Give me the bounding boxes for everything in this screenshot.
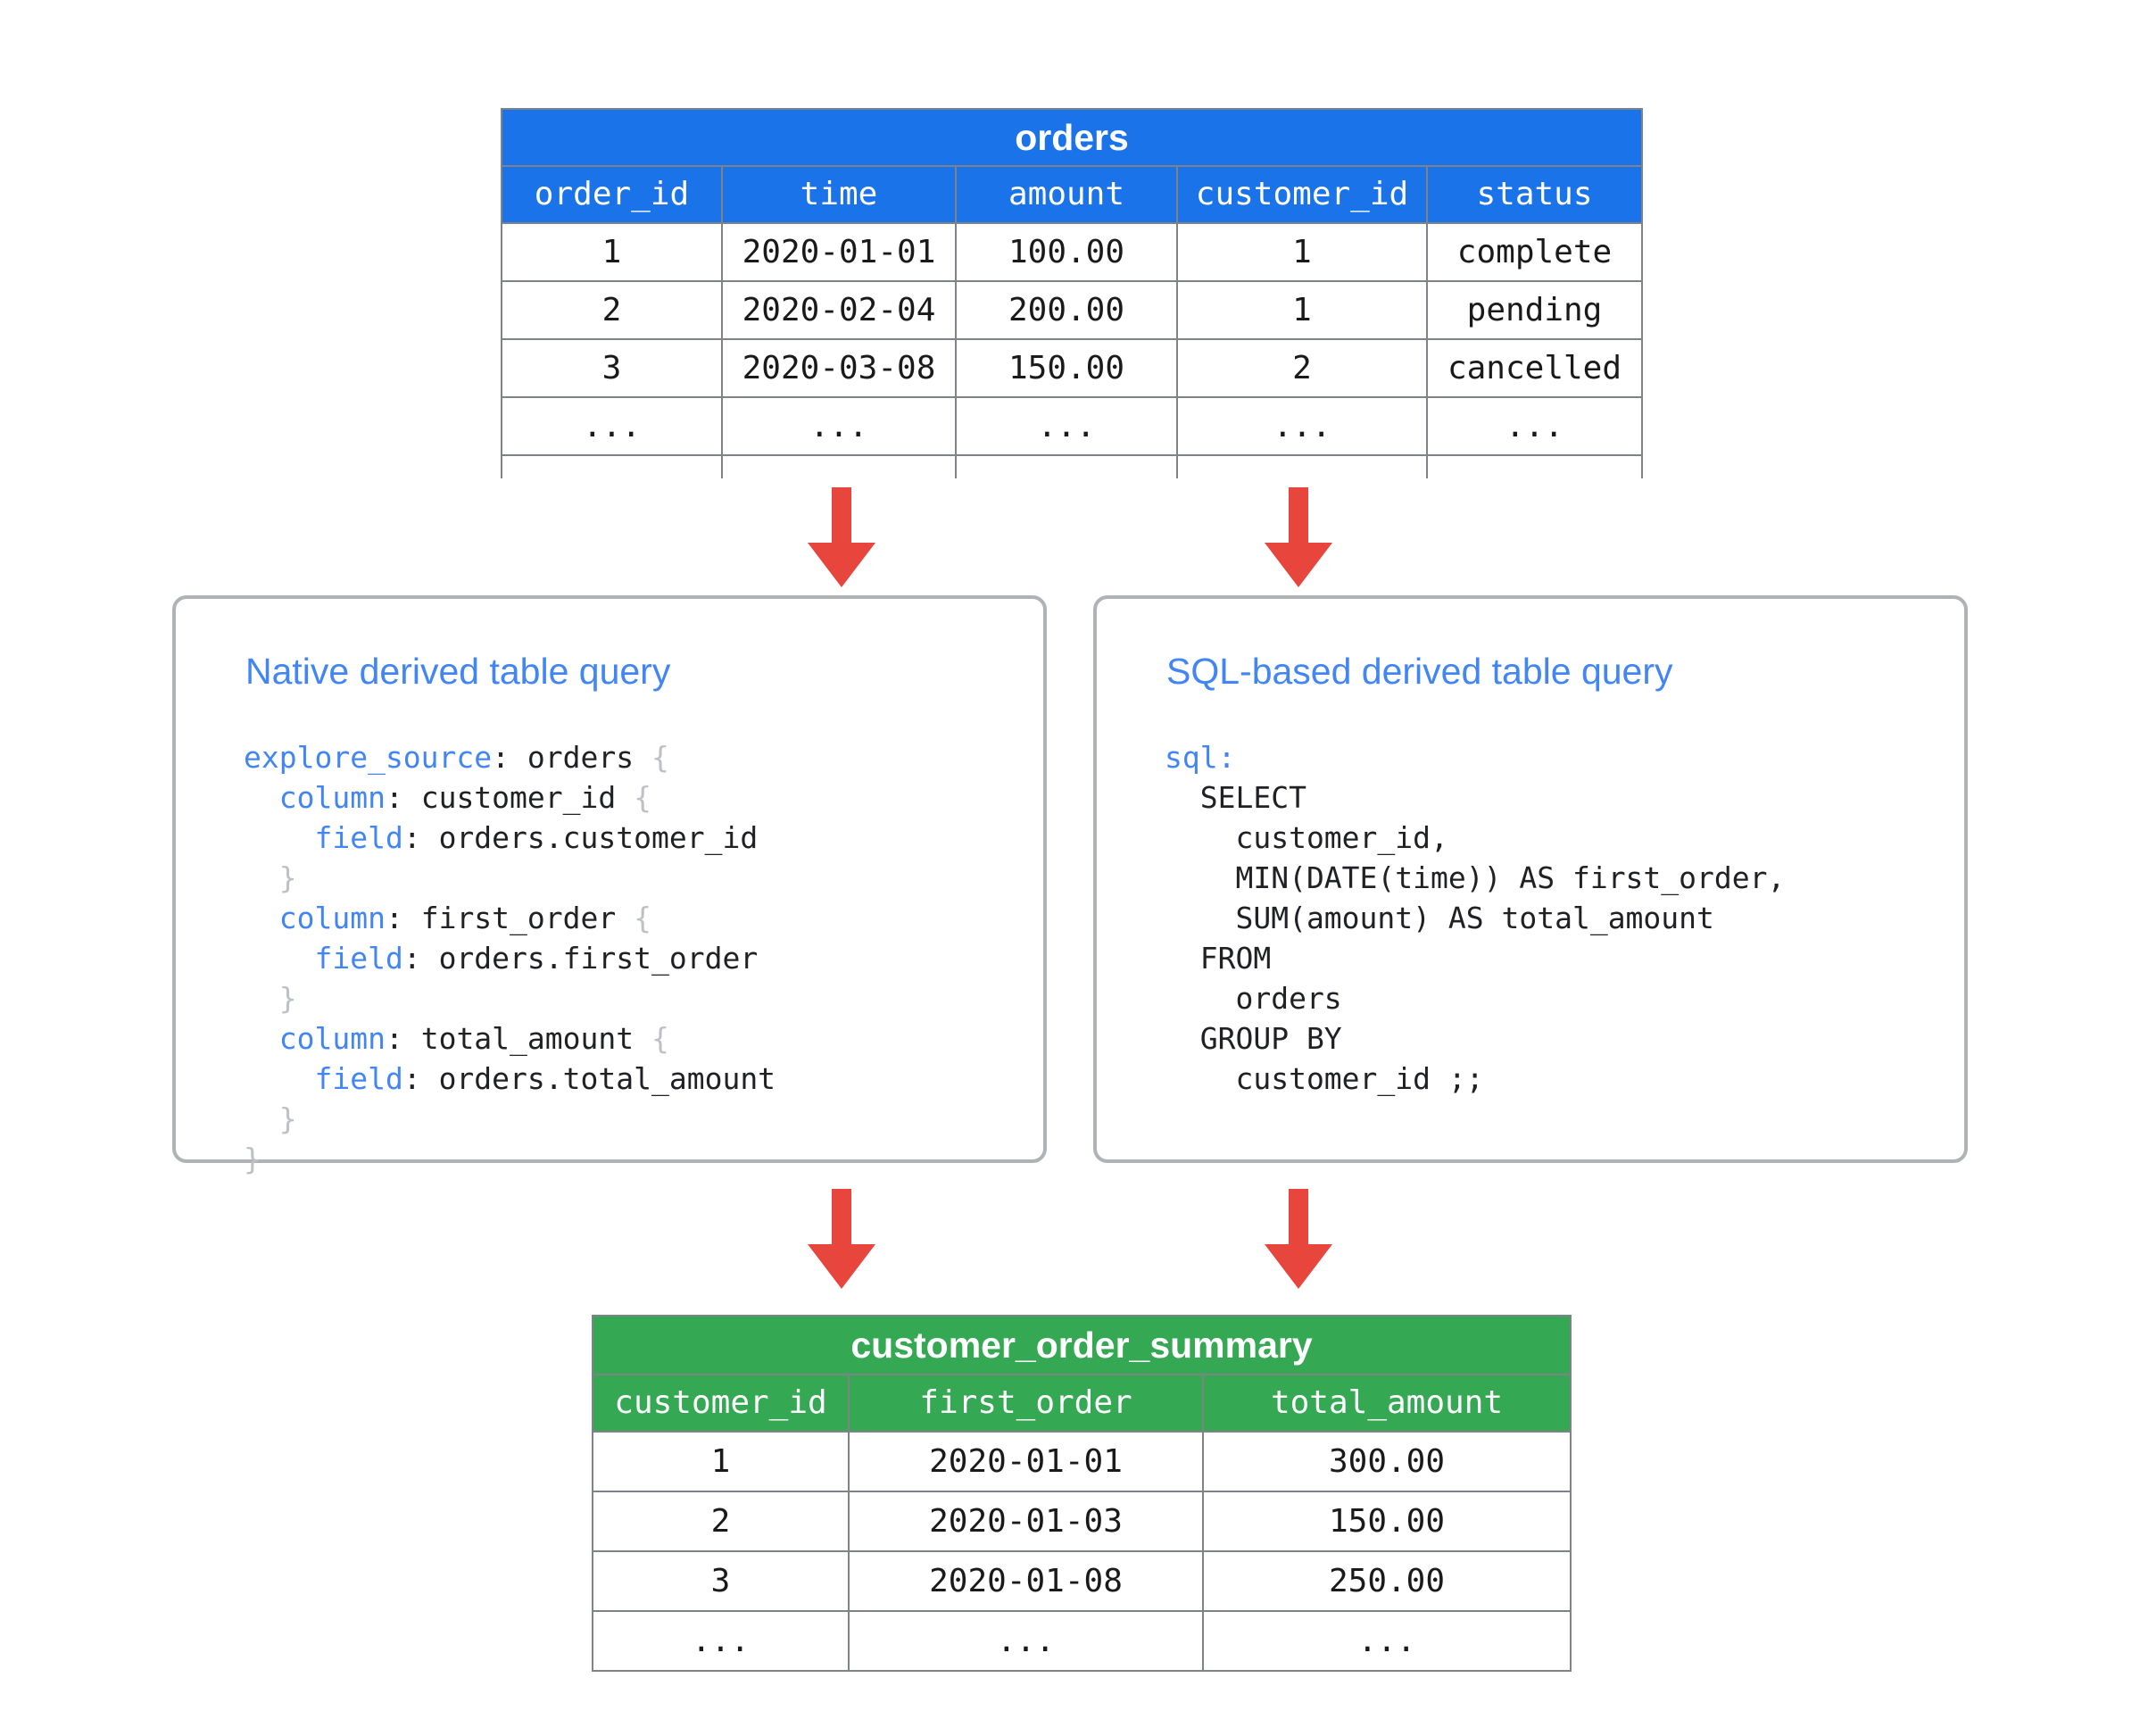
table-row: 3 2020-01-08 250.00 xyxy=(592,1550,1572,1612)
table-row: 1 2020-01-01 300.00 xyxy=(592,1431,1572,1492)
orders-col-header-amount: amount xyxy=(955,165,1178,224)
sql-card-title: SQL-based derived table query xyxy=(1166,651,1673,692)
cell: 100.00 xyxy=(955,222,1178,282)
cell: ... xyxy=(848,1610,1204,1672)
cell: 200.00 xyxy=(955,280,1178,340)
orders-col-header-customer-id: customer_id xyxy=(1176,165,1428,224)
orders-table: orders order_id time amount customer_id … xyxy=(501,108,1643,485)
cell: pending xyxy=(1426,280,1643,340)
cell: ... xyxy=(955,396,1178,456)
cell: 150.00 xyxy=(1201,1491,1572,1552)
native-derived-table-card: Native derived table query explore_sourc… xyxy=(172,595,1047,1176)
cell: 250.00 xyxy=(1201,1550,1572,1612)
cell: 3 xyxy=(501,338,723,398)
sql-card-code: sql: SELECT customer_id, MIN(DATE(time))… xyxy=(1165,740,1786,1096)
cell: 1 xyxy=(592,1431,850,1492)
arrow-sql-to-summary xyxy=(1265,1189,1332,1289)
native-card-title: Native derived table query xyxy=(245,651,671,692)
customer-order-summary-table: customer_order_summary customer_id first… xyxy=(591,1315,1572,1672)
summary-table-title-row: customer_order_summary xyxy=(591,1315,1572,1375)
table-row: 2 2020-02-04 200.00 1 pending xyxy=(501,280,1643,340)
summary-col-header-first-order: first_order xyxy=(848,1374,1204,1433)
arrow-orders-to-native xyxy=(808,487,875,587)
summary-table-header-row: customer_id first_order total_amount xyxy=(592,1374,1572,1433)
summary-col-header-total-amount: total_amount xyxy=(1201,1374,1572,1433)
orders-table-fade-mask xyxy=(482,478,1660,502)
cell: ... xyxy=(592,1610,850,1672)
cell: 1 xyxy=(1176,280,1428,340)
cell: ... xyxy=(1201,1610,1572,1672)
cell: 1 xyxy=(501,222,723,282)
cell: cancelled xyxy=(1426,338,1643,398)
cell: ... xyxy=(501,396,723,456)
cell: 2 xyxy=(1176,338,1428,398)
orders-table-title-row: orders xyxy=(501,108,1643,167)
table-row: 2 2020-01-03 150.00 xyxy=(592,1491,1572,1552)
cell: 2020-03-08 xyxy=(721,338,957,398)
cell: ... xyxy=(1176,396,1428,456)
cell: 300.00 xyxy=(1201,1431,1572,1492)
arrow-native-to-summary xyxy=(808,1189,875,1289)
cell: 2020-02-04 xyxy=(721,280,957,340)
cell: complete xyxy=(1426,222,1643,282)
cell: 1 xyxy=(1176,222,1428,282)
sql-derived-table-card: SQL-based derived table query sql: SELEC… xyxy=(1093,595,1968,1163)
cell: 150.00 xyxy=(955,338,1178,398)
cell: 2020-01-03 xyxy=(848,1491,1204,1552)
cell: ... xyxy=(1426,396,1643,456)
summary-table-body: customer_order_summary customer_id first… xyxy=(591,1315,1572,1672)
orders-table-title: orders xyxy=(501,108,1643,167)
cell: 2020-01-01 xyxy=(721,222,957,282)
table-row-ellipsis: ... ... ... ... ... xyxy=(501,396,1643,456)
orders-col-header-order-id: order_id xyxy=(501,165,723,224)
arrow-orders-to-sql xyxy=(1265,487,1332,587)
cell: 2020-01-01 xyxy=(848,1431,1204,1492)
native-card-code: explore_source: orders { column: custome… xyxy=(244,740,776,1176)
cell: 2020-01-08 xyxy=(848,1550,1204,1612)
summary-table-title: customer_order_summary xyxy=(591,1315,1572,1375)
orders-table-header-row: order_id time amount customer_id status xyxy=(501,165,1643,224)
table-row: 3 2020-03-08 150.00 2 cancelled xyxy=(501,338,1643,398)
summary-col-header-customer-id: customer_id xyxy=(592,1374,850,1433)
orders-col-header-time: time xyxy=(721,165,957,224)
orders-table-body: orders order_id time amount customer_id … xyxy=(501,108,1643,485)
table-row-ellipsis: ... ... ... xyxy=(592,1610,1572,1672)
cell: ... xyxy=(721,396,957,456)
orders-col-header-status: status xyxy=(1426,165,1643,224)
cell: 3 xyxy=(592,1550,850,1612)
table-row: 1 2020-01-01 100.00 1 complete xyxy=(501,222,1643,282)
cell: 2 xyxy=(501,280,723,340)
cell: 2 xyxy=(592,1491,850,1552)
